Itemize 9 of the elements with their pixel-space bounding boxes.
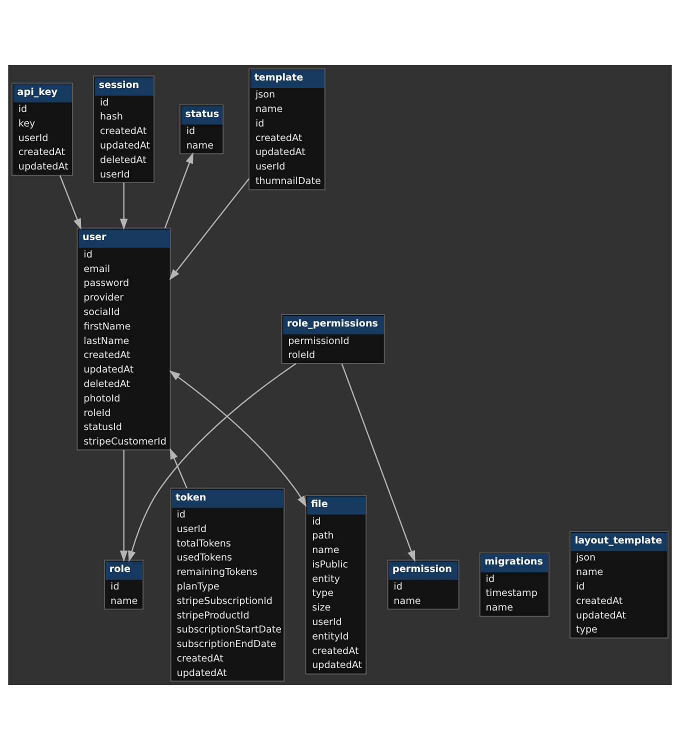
arrow [169, 370, 307, 507]
arrow [164, 152, 194, 228]
arrow [59, 174, 82, 230]
arrow [170, 448, 188, 488]
arrow [128, 362, 296, 562]
arrow [120, 182, 128, 230]
arrow [169, 178, 250, 280]
arrow [341, 363, 416, 562]
arrow [120, 450, 128, 562]
